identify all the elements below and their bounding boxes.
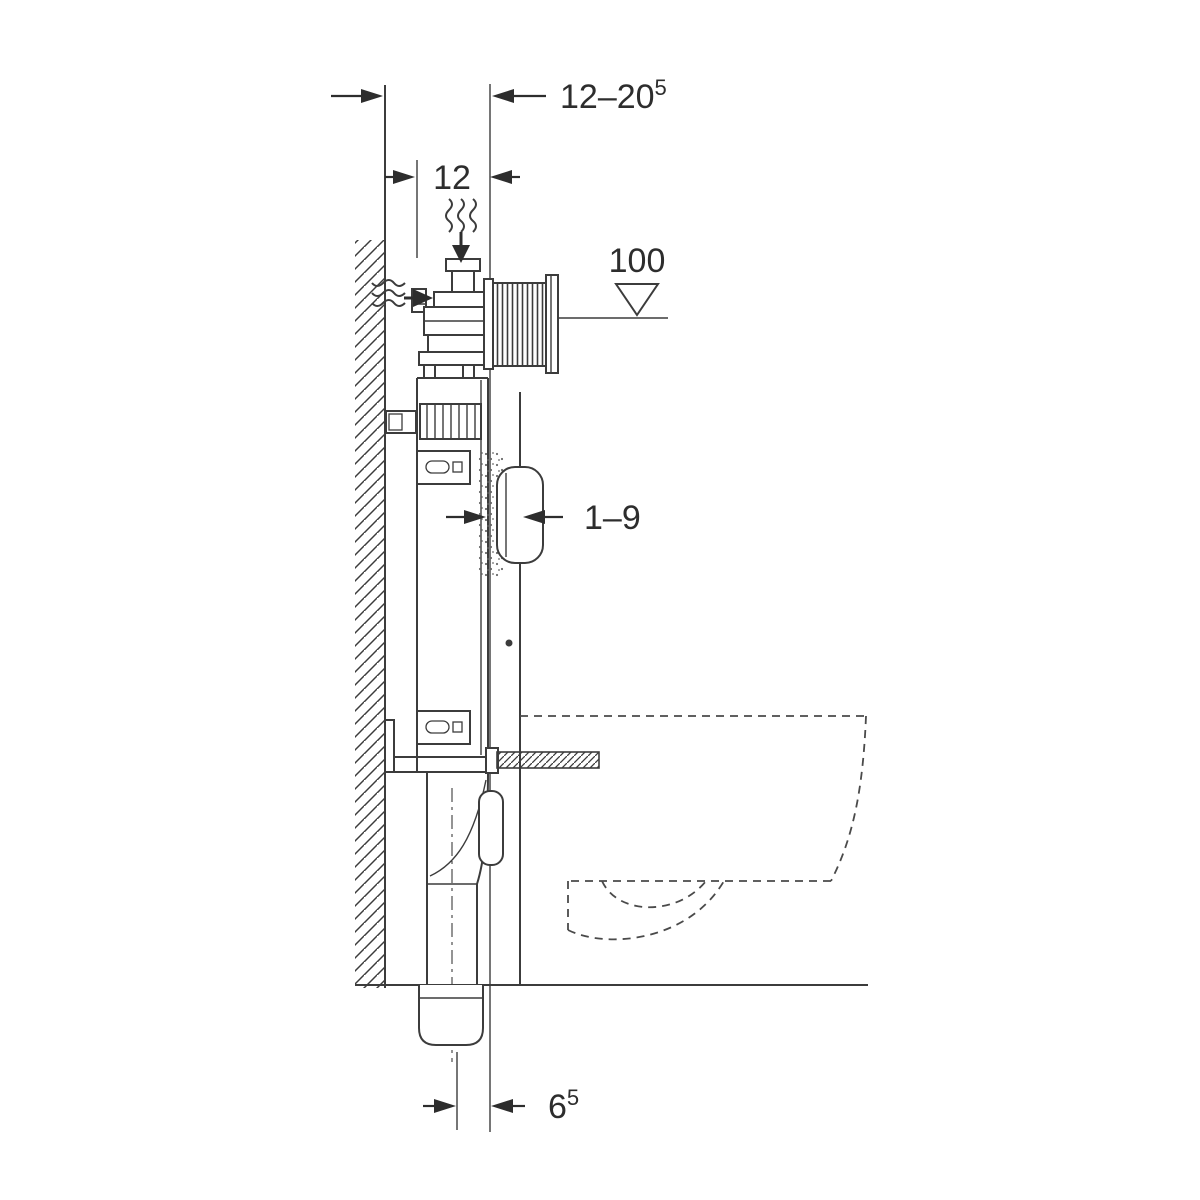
lower-wall-rail [384, 719, 395, 773]
sleeve-left-cap [483, 278, 494, 370]
lower-fixing-bracket [416, 710, 471, 745]
wavy-line [469, 198, 477, 233]
wavy-line [371, 299, 406, 307]
wavy-line [371, 279, 406, 287]
dimension-arrow-icon [490, 170, 512, 184]
rod-thread [496, 751, 600, 769]
dimension-label-top-width: 12–205 [560, 75, 667, 116]
wavy-line [445, 198, 453, 233]
wall-hatching [355, 240, 385, 988]
masonry-wall [355, 85, 386, 988]
upper-wall-bracket [385, 403, 482, 440]
dimension-arrow-icon [492, 89, 514, 103]
valve-leg-right [462, 364, 475, 379]
flush-opening [478, 452, 544, 578]
water-supply-top [445, 198, 477, 263]
fastener-dot [505, 639, 513, 647]
drain-assembly [418, 771, 504, 1062]
sleeve-right-cap [545, 274, 559, 374]
dimension-top-width: 12–205 [331, 75, 667, 116]
dimension-label-outlet-offset: 65 [548, 1085, 579, 1126]
bracket-hole [452, 461, 463, 473]
pan-trap-curve [601, 880, 707, 909]
dimension-arrow-icon [523, 510, 545, 524]
dimension-label-frame-depth: 12 [433, 159, 471, 197]
pan-underside-curve [567, 880, 725, 941]
fill-valve-assembly [411, 258, 489, 379]
valve-upper-body [433, 291, 489, 308]
corrugated-sleeve [483, 274, 559, 374]
arrow-down-icon [452, 245, 470, 263]
sleeve-ribs [492, 282, 547, 367]
dimension-wall-finish: 1–9 [446, 499, 641, 537]
water-supply-side [371, 279, 433, 307]
level-marker: 100 [558, 242, 668, 319]
elbow-seam [429, 779, 487, 877]
outlet-connector [478, 790, 504, 866]
inlet-neck [451, 270, 475, 293]
wall-anchor-slot [388, 413, 403, 431]
valve-base-plate [418, 351, 486, 366]
valve-lower-body [427, 334, 485, 353]
dimension-arrow-icon [434, 1099, 456, 1113]
dimension-arrow-icon [361, 89, 383, 103]
upper-fixing-bracket [416, 450, 471, 485]
drain-socket [418, 985, 484, 1046]
dimension-arrow-icon [464, 510, 486, 524]
arrow-right-icon [413, 289, 433, 307]
dimension-outlet-offset: 65 [423, 1085, 579, 1126]
wavy-line [457, 198, 465, 233]
wc-pan-outline [520, 715, 867, 941]
inlet-flange [445, 258, 481, 272]
threaded-rod [485, 747, 600, 774]
level-triangle-icon [614, 283, 660, 317]
dimension-arrow-icon [393, 170, 415, 184]
adjuster-ribs [426, 404, 476, 439]
wavy-line [371, 289, 406, 297]
bracket-slot [425, 460, 450, 474]
dimension-arrow-icon [491, 1099, 513, 1113]
pan-rear-curve [830, 715, 867, 882]
valve-leg-left [423, 364, 436, 379]
dimension-label-wall-finish: 1–9 [584, 499, 641, 537]
dimension-label-height: 100 [609, 242, 666, 280]
bracket-slot [425, 720, 450, 734]
bracket-hole [452, 721, 463, 733]
dimension-frame-depth: 12 [385, 159, 520, 197]
